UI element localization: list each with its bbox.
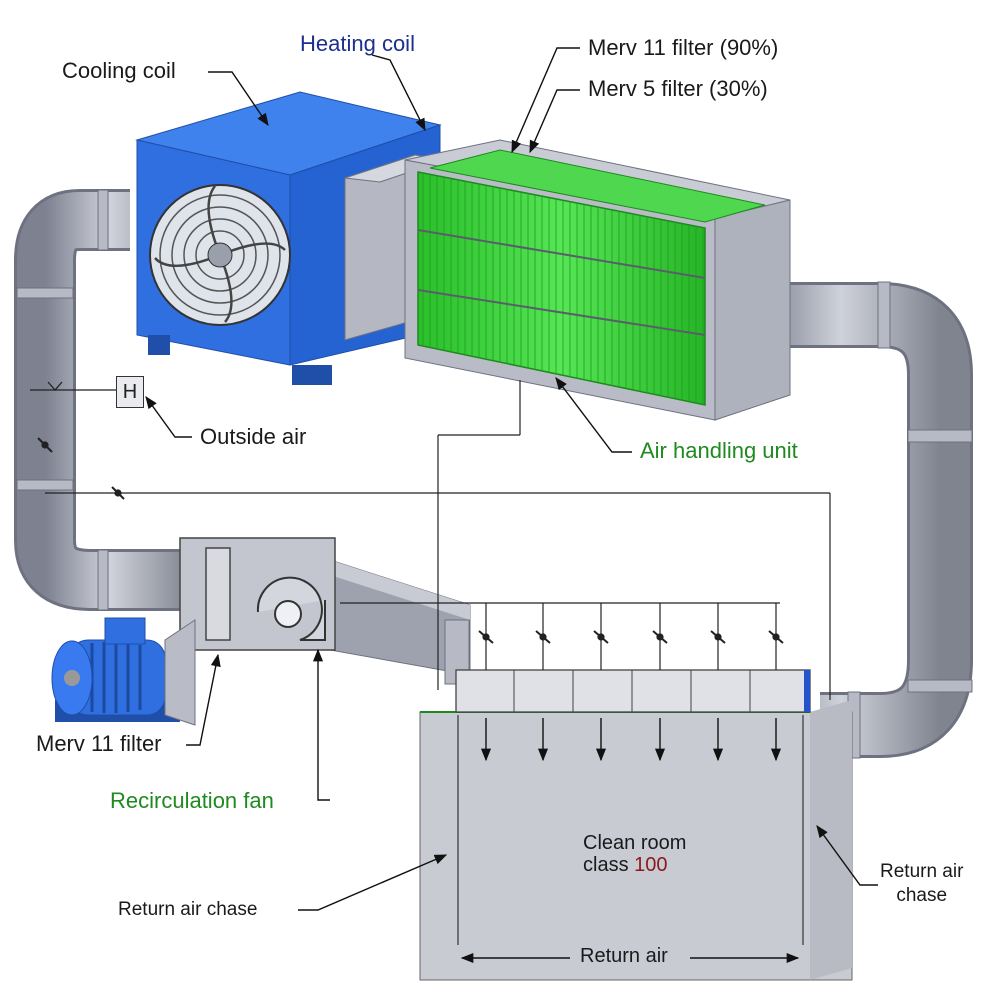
return-air-label: Return air (580, 945, 668, 967)
merv11-filter-fan-label: Merv 11 filter (36, 731, 162, 756)
return-air-chase-right-line2: chase (896, 885, 948, 906)
air-handling-unit (404, 139, 791, 421)
outside-air-label: Outside air (200, 424, 307, 449)
merv11-filter-ahu-label: Merv 11 filter (90%) (588, 35, 779, 60)
supply-branches (340, 602, 784, 670)
recirculation-fan-unit (179, 537, 336, 651)
clean-room-class-prefix: class (583, 854, 635, 876)
centrifugal-fan-icon (256, 576, 326, 641)
airflow-arrows (480, 718, 782, 762)
damper-box: H (116, 376, 144, 408)
right-duct (747, 281, 973, 759)
left-duct (13, 189, 190, 611)
cooling-coil-label: Cooling coil (62, 58, 176, 83)
clean-room-label: Clean room class 100 (583, 832, 686, 876)
clean-room-line2: class 100 (583, 854, 686, 876)
recirculation-fan-label: Recirculation fan (110, 788, 274, 813)
control-lines (30, 380, 831, 700)
heating-coil-label: Heating coil (300, 31, 415, 56)
fan-grille-icon (149, 184, 291, 326)
return-air-chase-right-label: Return air chase (880, 860, 963, 908)
electric-motor-icon (51, 617, 196, 726)
leader-lines (145, 47, 878, 911)
hepa-diffusers (455, 669, 811, 713)
return-air-chase-left-label: Return air chase (118, 899, 258, 920)
return-air-chase-right-line1: Return air (880, 861, 964, 882)
clean-room-line1: Clean room (583, 832, 687, 854)
merv5-filter-label: Merv 5 filter (30%) (588, 76, 768, 101)
air-handling-unit-label: Air handling unit (640, 438, 798, 463)
supply-duct (329, 559, 471, 685)
clean-room-class-number: 100 (634, 854, 668, 876)
